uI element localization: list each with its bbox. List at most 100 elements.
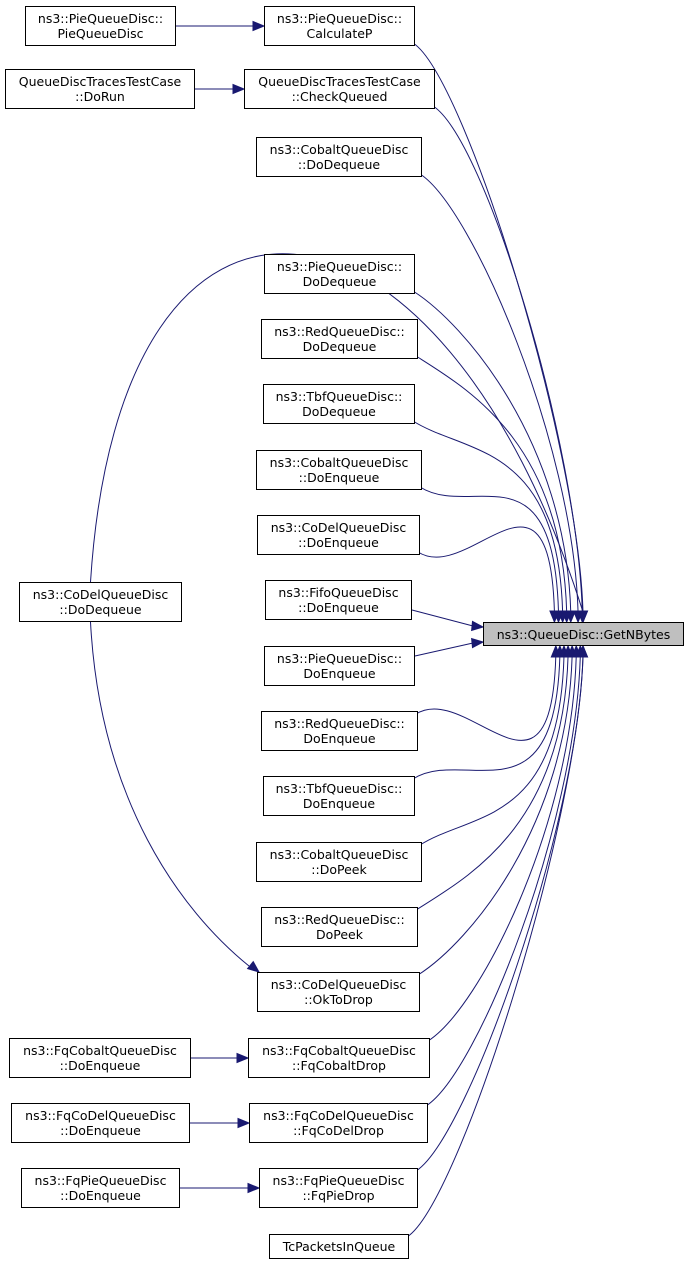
node-label: DoPeek — [316, 927, 363, 942]
edge-fifo-doenqueue-to-getnbytes — [411, 609, 474, 627]
node-label: ns3::QueueDisc::GetNBytes — [496, 626, 671, 642]
edge-red-doenqueue-to-getnbytes — [415, 655, 557, 741]
node-cobalt-doenqueue[interactable]: ns3::CobaltQueueDisc::DoEnqueue — [256, 450, 422, 490]
node-label: ns3::RedQueueDisc:: — [274, 716, 405, 731]
arrowhead-icon — [577, 644, 589, 658]
edge-tbf-doenqueue-to-getnbytes — [412, 655, 561, 780]
node-trace-checkqueued[interactable]: QueueDiscTracesTestCase::CheckQueued — [244, 69, 435, 109]
node-label: DoEnqueue — [303, 731, 376, 746]
node-label: ::DoEnqueue — [59, 1058, 141, 1073]
edge-tc-packetsinqueue-to-getnbytes — [406, 655, 584, 1238]
node-label: ::DoEnqueue — [60, 1123, 141, 1138]
node-label: ns3::RedQueueDisc:: — [274, 324, 405, 339]
edge-fqcodel-drop-to-getnbytes — [425, 655, 581, 1107]
node-label: ::CheckQueued — [291, 89, 388, 104]
node-label: ns3::PieQueueDisc:: — [37, 11, 164, 26]
node-label: ::DoEnqueue — [60, 1188, 141, 1203]
edge-fqcobalt-drop-to-getnbytes — [427, 655, 577, 1042]
node-pie-dodequeue[interactable]: ns3::PieQueueDisc::DoDequeue — [264, 254, 415, 294]
node-fqpie-drop[interactable]: ns3::FqPieQueueDisc::FqPieDrop — [259, 1168, 418, 1208]
node-label: ns3::FqCobaltQueueDisc — [23, 1043, 177, 1058]
node-tbf-dodequeue[interactable]: ns3::TbfQueueDisc::DoDequeue — [263, 384, 415, 424]
node-codel-oktodrop[interactable]: ns3::CoDelQueueDisc::OkToDrop — [257, 972, 420, 1012]
edge-cobalt-dodequeue-to-getnbytes — [419, 173, 579, 613]
node-label: DoDequeue — [302, 274, 377, 289]
node-red-doenqueue[interactable]: ns3::RedQueueDisc::DoEnqueue — [261, 711, 418, 751]
node-fqpie-doenqueue[interactable]: ns3::FqPieQueueDisc::DoEnqueue — [21, 1168, 180, 1208]
node-codel-dodequeue[interactable]: ns3::CoDelQueueDisc::DoDequeue — [19, 582, 182, 622]
node-label: ns3::FqPieQueueDisc — [34, 1173, 167, 1188]
edge-trace-checkqueued-to-getnbytes — [432, 105, 583, 613]
arrowhead-icon — [246, 960, 261, 973]
node-label: ns3::FifoQueueDisc — [278, 585, 399, 600]
node-label: TcPacketsInQueue — [282, 1239, 396, 1254]
node-label: ns3::CoDelQueueDisc — [270, 977, 407, 992]
node-trace-dorun[interactable]: QueueDiscTracesTestCase::DoRun — [5, 69, 195, 109]
edge-pie-dodequeue-to-getnbytes — [412, 290, 572, 613]
arrowhead-icon — [471, 620, 485, 632]
node-fifo-doenqueue[interactable]: ns3::FifoQueueDisc::DoEnqueue — [265, 580, 412, 620]
node-tc-packetsinqueue[interactable]: TcPacketsInQueue — [269, 1234, 409, 1259]
node-cobalt-dodequeue[interactable]: ns3::CobaltQueueDisc::DoDequeue — [256, 137, 422, 177]
node-label: ::DoPeek — [311, 862, 367, 877]
node-red-dodequeue[interactable]: ns3::RedQueueDisc::DoDequeue — [261, 319, 418, 359]
node-label: ns3::FqPieQueueDisc — [272, 1173, 405, 1188]
node-label: ns3::CobaltQueueDisc — [269, 847, 409, 862]
node-label: ns3::CobaltQueueDisc — [269, 455, 409, 470]
node-pie-calcp[interactable]: ns3::PieQueueDisc::CalculateP — [264, 6, 415, 46]
node-label: ns3::CobaltQueueDisc — [269, 142, 409, 157]
node-label: ns3::PieQueueDisc:: — [276, 11, 403, 26]
arrowhead-icon — [577, 610, 589, 624]
node-fqcobalt-doenqueue[interactable]: ns3::FqCobaltQueueDisc::DoEnqueue — [9, 1038, 191, 1078]
node-label: ns3::TbfQueueDisc:: — [275, 389, 403, 404]
edge-pie-doenqueue-to-getnbytes — [414, 642, 474, 657]
node-label: ::DoDequeue — [59, 602, 142, 617]
node-label: ::FqPieDrop — [302, 1188, 375, 1203]
node-label: ns3::TbfQueueDisc:: — [275, 781, 403, 796]
arrowhead-icon — [237, 1117, 251, 1129]
edge-codel-doenqueue-to-getnbytes — [417, 526, 555, 613]
edge-codel-oktodrop-to-getnbytes — [417, 655, 573, 976]
edge-red-dopeek-to-getnbytes — [415, 655, 569, 911]
node-label: ::DoDequeue — [297, 157, 381, 172]
node-label: ::DoEnqueue — [298, 535, 379, 550]
arrowhead-icon — [247, 1182, 261, 1194]
node-label: ::DoEnqueue — [298, 470, 380, 485]
node-getnbytes: ns3::QueueDisc::GetNBytes — [483, 622, 684, 646]
edge-cobalt-dopeek-to-getnbytes — [419, 655, 565, 846]
node-pie-doenqueue[interactable]: ns3::PieQueueDisc::DoEnqueue — [264, 646, 415, 686]
node-label: ::FqCoDelDrop — [293, 1123, 384, 1138]
node-label: DoEnqueue — [303, 666, 376, 681]
node-label: ns3::PieQueueDisc:: — [276, 651, 403, 666]
node-label: DoEnqueue — [302, 796, 376, 811]
node-label: ns3::PieQueueDisc:: — [276, 259, 403, 274]
node-label: DoDequeue — [302, 404, 376, 419]
node-label: ::FqCobaltDrop — [292, 1058, 386, 1073]
arrowhead-icon — [549, 610, 560, 624]
node-label: DoDequeue — [302, 339, 377, 354]
edge-codel-dodequeue-to-codel-oktodrop — [90, 621, 250, 967]
node-red-dopeek[interactable]: ns3::RedQueueDisc::DoPeek — [261, 907, 418, 947]
node-label: QueueDiscTracesTestCase — [18, 74, 182, 89]
arrowhead-icon — [232, 83, 246, 95]
arrowhead-icon — [252, 20, 266, 32]
node-label: ns3::CoDelQueueDisc — [32, 587, 169, 602]
node-cobalt-dopeek[interactable]: ns3::CobaltQueueDisc::DoPeek — [256, 842, 422, 882]
edge-cobalt-doenqueue-to-getnbytes — [419, 486, 559, 613]
node-label: CalculateP — [306, 26, 373, 41]
node-fqcobalt-drop[interactable]: ns3::FqCobaltQueueDisc::FqCobaltDrop — [248, 1038, 430, 1078]
edge-pie-calcp-to-getnbytes — [412, 42, 584, 613]
node-tbf-doenqueue[interactable]: ns3::TbfQueueDisc::DoEnqueue — [263, 776, 415, 816]
node-pie-ctor[interactable]: ns3::PieQueueDisc::PieQueueDisc — [25, 6, 176, 46]
node-fqcodel-doenqueue[interactable]: ns3::FqCoDelQueueDisc::DoEnqueue — [11, 1103, 190, 1143]
node-fqcodel-drop[interactable]: ns3::FqCoDelQueueDisc::FqCoDelDrop — [249, 1103, 428, 1143]
node-label: ns3::CoDelQueueDisc — [270, 520, 407, 535]
node-label: ::DoEnqueue — [298, 600, 379, 615]
node-codel-doenqueue[interactable]: ns3::CoDelQueueDisc::DoEnqueue — [257, 515, 420, 555]
edge-tbf-dodequeue-to-getnbytes — [412, 420, 564, 613]
edge-red-dodequeue-to-getnbytes — [415, 355, 568, 613]
arrowhead-icon — [471, 637, 485, 649]
node-label: PieQueueDisc — [57, 26, 144, 41]
node-label: ::DoRun — [75, 89, 125, 104]
